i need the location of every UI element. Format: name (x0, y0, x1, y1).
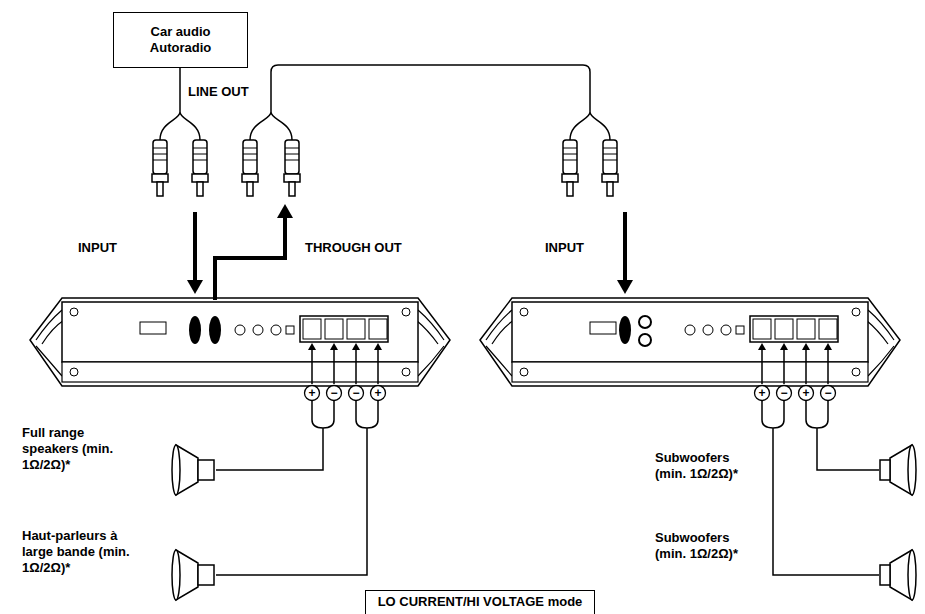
terminal-arrowheads (308, 343, 832, 350)
speaker-rim (908, 550, 916, 600)
arrowhead (352, 343, 360, 350)
arrowhead (330, 343, 338, 350)
through-cable (250, 65, 610, 140)
rca-plug (284, 140, 300, 196)
arrowhead (758, 343, 766, 350)
polarity-sign: + (308, 387, 315, 399)
terminal-leads (312, 348, 828, 384)
mode-box: LO CURRENT/HI VOLTAGE mode (365, 590, 595, 614)
arrowhead (780, 343, 788, 350)
rca-plug (562, 140, 578, 196)
arrowhead (277, 204, 293, 218)
polarity-circle (755, 386, 770, 401)
speaker-icon (172, 445, 214, 495)
polarity-sign: + (374, 387, 381, 399)
speaker-wires (216, 348, 879, 575)
speaker-wire (216, 401, 334, 470)
speaker-magnet (880, 565, 890, 585)
speaker-magnet (880, 460, 890, 480)
rca-jack (619, 316, 631, 344)
arrowhead (617, 280, 633, 294)
polarity-sign: + (758, 387, 765, 399)
speakers (172, 445, 916, 600)
polarity-circle (349, 386, 364, 401)
input-arrow (193, 212, 197, 282)
input-arrow (623, 212, 627, 282)
subwoofer-label: Subwoofers (min. 1Ω/2Ω)* (655, 530, 760, 562)
rca-jack (189, 316, 201, 344)
polarity-sign: − (330, 387, 337, 399)
amplifier (480, 298, 900, 386)
subwoofer-label: Subwoofers (min. 1Ω/2Ω)* (655, 450, 760, 482)
speaker-label: Full range speakers (min. 1Ω/2Ω)* (22, 425, 137, 473)
rca-jack (209, 316, 221, 344)
rca-plug (152, 140, 168, 196)
input-label: INPUT (78, 240, 117, 256)
box-text: Car audio (151, 24, 211, 40)
polarity-circle (327, 386, 342, 401)
polarity-sign: − (352, 387, 359, 399)
arrowhead (187, 280, 203, 294)
box-text: Autoradio (150, 40, 211, 56)
box-text: LO CURRENT/HI VOLTAGE mode (378, 594, 583, 610)
speaker-label: Haut-parleurs à large bande (min. 1Ω/2Ω)… (22, 528, 147, 576)
arrowhead (824, 343, 832, 350)
arrowhead (308, 343, 316, 350)
signal-arrows (187, 204, 633, 300)
subwoofer-wire (806, 401, 879, 470)
polarity-circle (799, 386, 814, 401)
through-arrow (215, 216, 285, 300)
polarity-circle (371, 386, 386, 401)
rca-plug (192, 140, 208, 196)
polarity-sign: − (824, 387, 831, 399)
speaker-rim (172, 445, 180, 495)
polarity-circle (305, 386, 320, 401)
speaker-magnet (198, 565, 214, 585)
rca-jack (639, 334, 651, 346)
signal-cables (160, 65, 610, 140)
arrowhead (374, 343, 382, 350)
polarity-sign: + (802, 387, 809, 399)
rca-jack (639, 316, 651, 328)
speaker-rim (172, 550, 180, 600)
amplifier (30, 298, 450, 386)
output-label: THROUGH OUT (305, 240, 402, 256)
subwoofer-icon (880, 445, 916, 495)
speaker-wire (216, 401, 378, 575)
subwoofer-wire (762, 401, 879, 575)
polarity-circle (777, 386, 792, 401)
polarity-circles (305, 386, 836, 401)
line-out-cable (160, 68, 200, 140)
speaker-icon (172, 550, 214, 600)
signal-label: LINE OUT (188, 84, 249, 100)
rca-plug (602, 140, 618, 196)
polarity-circle (821, 386, 836, 401)
subwoofer-icon (880, 550, 916, 600)
input-label: INPUT (545, 240, 584, 256)
car-audio-box: Car audioAutoradio (113, 12, 248, 68)
speaker-rim (908, 445, 916, 495)
rca-plug (242, 140, 258, 196)
polarity-sign: − (780, 387, 787, 399)
arrowhead (802, 343, 810, 350)
speaker-magnet (198, 460, 214, 480)
